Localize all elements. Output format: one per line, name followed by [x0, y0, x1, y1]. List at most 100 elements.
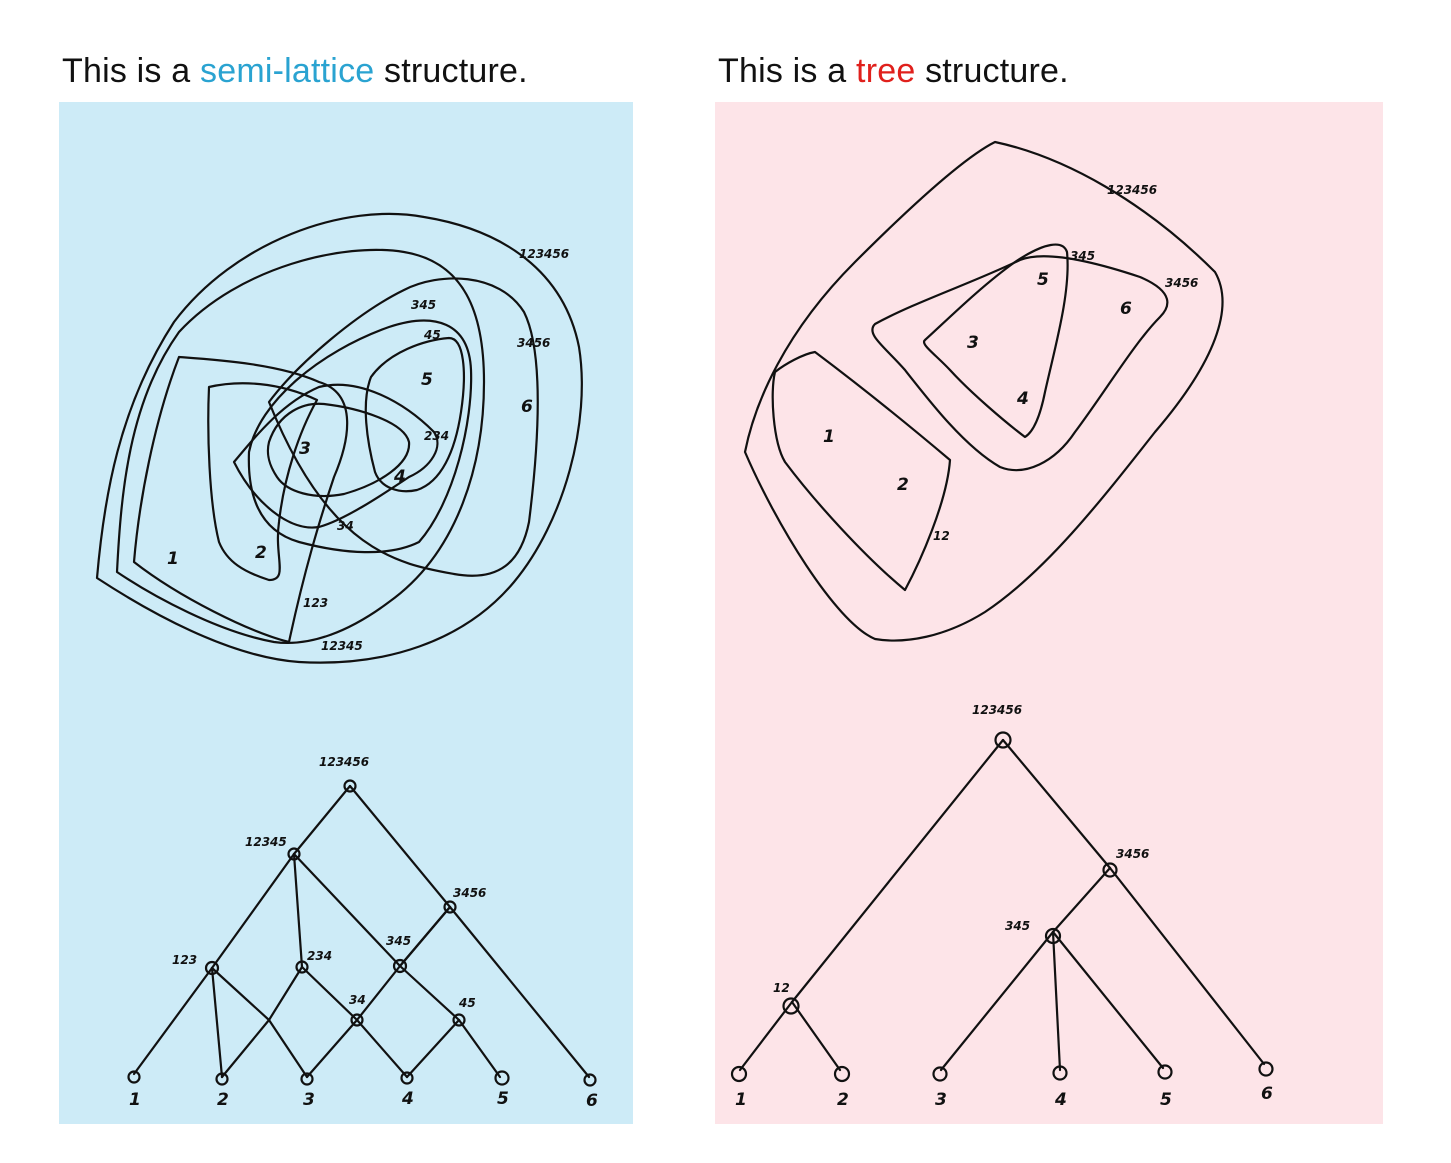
leaf-label-5: 5	[1160, 1090, 1172, 1110]
node-label-3456: 3456	[453, 886, 486, 900]
edge	[267, 1018, 309, 1079]
set-label-123456: 123456	[519, 247, 569, 261]
set-12-inner-outline	[207, 382, 319, 582]
node-45	[452, 1013, 466, 1027]
tree-graph: 123456 3456 345 12 1 2 3 4 5 6	[730, 703, 1274, 1110]
set-345-outline	[247, 319, 473, 554]
set-123456-outline	[95, 212, 583, 664]
edge	[300, 965, 359, 1022]
leaf-label-6: 6	[1261, 1084, 1273, 1104]
node-label-12345: 12345	[245, 835, 287, 849]
set-label-12: 12	[933, 529, 950, 543]
node-234	[295, 960, 309, 974]
edge	[132, 966, 214, 1076]
edge	[292, 784, 352, 856]
set-3456-outline	[267, 277, 539, 577]
node-3456	[1102, 862, 1118, 878]
edge	[267, 965, 304, 1022]
set-label-345: 345	[1070, 249, 1095, 263]
set-45-outline	[364, 336, 465, 493]
tree-caption: This is a tree structure.	[718, 52, 1069, 91]
node-label-345: 345	[386, 934, 411, 948]
leaf-label-1: 1	[129, 1090, 141, 1110]
set-12-outline	[771, 350, 952, 592]
node-34	[350, 1013, 364, 1027]
caption-suffix: structure.	[915, 52, 1069, 90]
tree-venn: 123456 3456 345 12 1 2 3 4 5 6	[743, 140, 1224, 642]
edge	[355, 964, 402, 1022]
node-345	[1044, 927, 1062, 945]
leaf-label-3: 3	[935, 1090, 947, 1110]
set-label-123: 123	[303, 596, 328, 610]
leaf-6	[1258, 1061, 1274, 1077]
set-label-3456: 3456	[1165, 276, 1198, 290]
node-label-123456: 123456	[972, 703, 1022, 717]
set-234-outline	[232, 383, 439, 529]
edge	[210, 966, 271, 1022]
element-2: 2	[897, 475, 909, 495]
edge	[790, 738, 1005, 1004]
set-3456-outline	[871, 255, 1169, 472]
leaf-label-2: 2	[837, 1090, 849, 1110]
element-3: 3	[299, 439, 311, 459]
node-label-34: 34	[349, 993, 366, 1007]
edge	[398, 905, 452, 968]
node-label-3456: 3456	[1116, 847, 1149, 861]
leaf-label-1: 1	[735, 1090, 747, 1110]
element-1: 1	[823, 427, 835, 447]
edge	[305, 1018, 359, 1079]
element-5: 5	[421, 370, 433, 390]
node-label-123456: 123456	[319, 755, 369, 769]
edge	[1051, 930, 1062, 1072]
edge	[398, 964, 461, 1022]
node-123456	[994, 731, 1012, 749]
element-3: 3	[967, 333, 979, 353]
element-6: 6	[521, 397, 533, 417]
leaf-2	[833, 1065, 851, 1083]
edge	[405, 1018, 461, 1079]
caption-prefix: This is a	[62, 52, 201, 90]
edge	[348, 784, 452, 909]
tree-panel: 123456 3456 345 12 1 2 3 4 5 6	[715, 102, 1383, 1124]
node-12345	[287, 847, 301, 861]
edge	[448, 905, 591, 1079]
element-2: 2	[255, 543, 267, 563]
caption-prefix: This is a	[718, 52, 857, 90]
edge	[292, 852, 402, 968]
leaf-5	[494, 1070, 510, 1086]
node-label-45: 45	[458, 996, 476, 1010]
set-345-outline	[922, 243, 1069, 439]
edge	[1001, 738, 1112, 870]
set-label-234: 234	[424, 429, 449, 443]
leaf-label-3: 3	[303, 1090, 315, 1110]
set-label-12345: 12345	[321, 639, 363, 653]
semi-lattice-graph: 123456 12345 3456 123 234 345 34 45 1 2 …	[127, 755, 598, 1111]
edge	[457, 1018, 502, 1079]
set-123456-outline	[743, 140, 1224, 642]
leaf-label-2: 2	[217, 1090, 229, 1110]
edge	[220, 1018, 271, 1079]
edge	[1108, 866, 1266, 1066]
set-label-45: 45	[423, 328, 441, 342]
leaf-3	[932, 1066, 948, 1082]
edge	[790, 1000, 842, 1072]
edge	[1051, 866, 1112, 934]
set-label-34: 34	[337, 519, 354, 533]
node-123456	[343, 779, 357, 793]
edge	[210, 852, 296, 970]
node-label-12: 12	[773, 981, 790, 995]
leaf-2	[215, 1072, 229, 1086]
leaf-3	[300, 1072, 314, 1086]
element-6: 6	[1120, 299, 1132, 319]
leaf-label-6: 6	[586, 1091, 598, 1111]
edge	[210, 966, 224, 1079]
node-label-345: 345	[1005, 919, 1030, 933]
element-5: 5	[1037, 270, 1049, 290]
leaf-1	[730, 1065, 748, 1083]
node-123	[204, 960, 220, 976]
leaf-label-4: 4	[401, 1089, 414, 1109]
element-4: 4	[1016, 389, 1029, 409]
semi-lattice-venn: 123456 345 45 3456 234 34 123 12345 1 2 …	[95, 212, 583, 664]
leaf-5	[1157, 1064, 1173, 1080]
node-label-123: 123	[172, 953, 197, 967]
